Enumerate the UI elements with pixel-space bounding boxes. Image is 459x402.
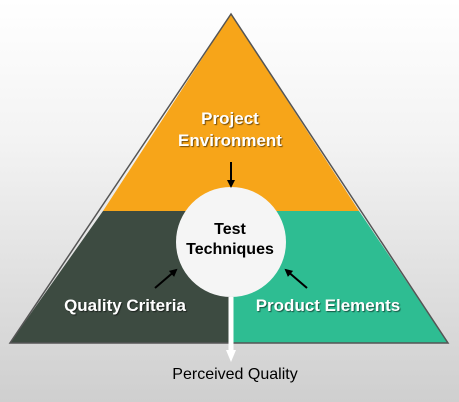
test-techniques-label: Test Techniques: [170, 220, 290, 260]
project-environment-label: Project Environment: [150, 108, 310, 152]
project-environment-label-line2: Environment: [178, 131, 282, 150]
quality-criteria-section: [10, 211, 231, 343]
test-techniques-circle: [176, 187, 286, 297]
perceived-quality-label: Perceived Quality: [172, 366, 298, 383]
project-environment-label-line1: Project: [201, 109, 259, 128]
quality-criteria-label: Quality Criteria: [64, 296, 186, 315]
test-techniques-label-line2: Techniques: [186, 241, 274, 258]
product-elements-label: Product Elements: [255, 296, 401, 315]
project-environment-section: [103, 14, 359, 211]
test-techniques-label-line1: Test: [214, 221, 246, 238]
arrow-from-quality-criteria: [154, 268, 178, 289]
arrow-from-product-elements: [284, 268, 308, 289]
